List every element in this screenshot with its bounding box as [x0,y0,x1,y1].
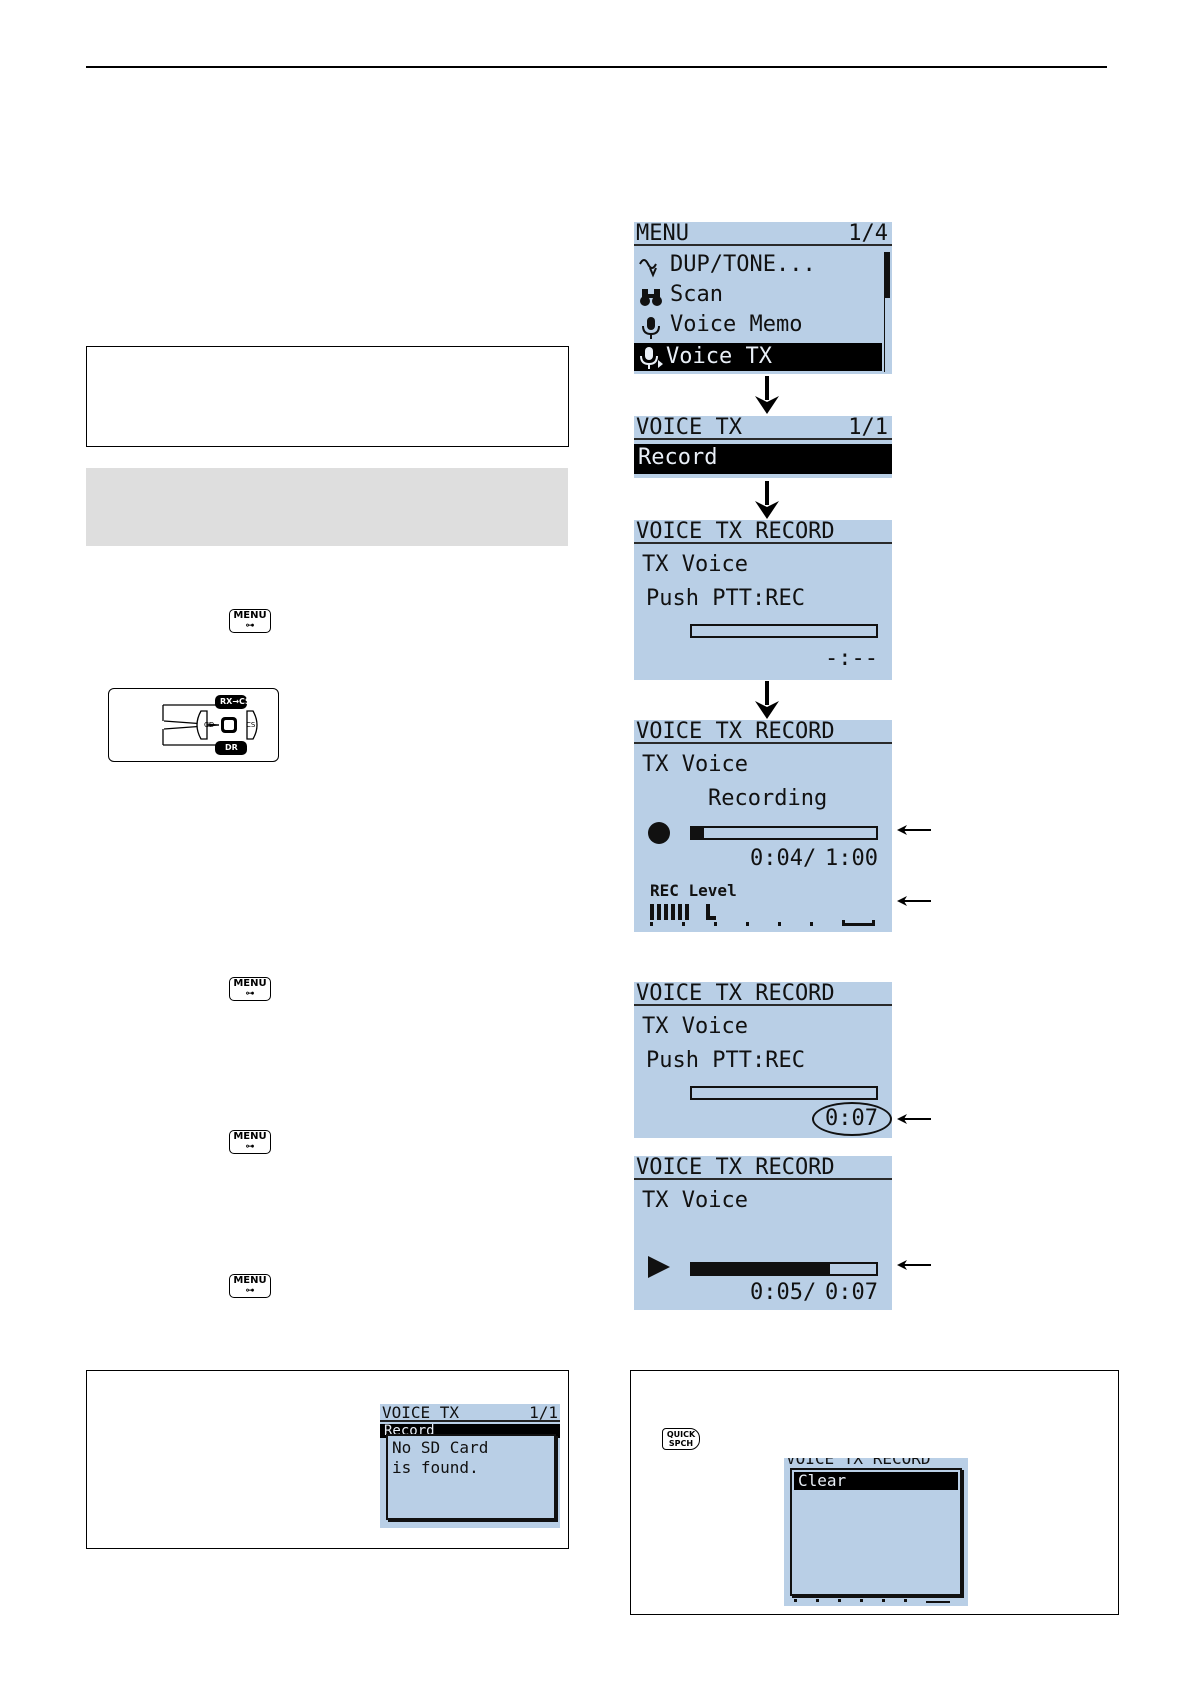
menu-item-clear[interactable]: Clear [794,1472,958,1490]
rx-cs-label: RX→CS [220,697,251,706]
dr-label: DR [225,743,238,752]
left-arrow-icon [897,1260,931,1270]
record-progress-bar [690,624,878,638]
voice-tx-screen: VOICE TX 1/1 Record [634,416,892,478]
tx-voice-label: TX Voice [642,752,748,777]
note-box [86,346,569,447]
down-arrow-icon [755,681,779,719]
recorded-time-highlight [812,1102,892,1136]
record-idle-screen: VOICE TX RECORD TX Voice Push PTT:REC -:… [634,520,892,680]
left-arrow-icon [897,1114,931,1124]
menu-item-dup-tone[interactable]: DUP/TONE... [670,252,816,277]
top-rule [86,66,1107,68]
recorded-time: 0:07 [825,1106,878,1131]
menu-item-voice-memo[interactable]: Voice Memo [670,312,803,337]
record-progress-bar [690,1086,878,1100]
dpad-icon [162,695,258,755]
scrollbar-thumb[interactable] [885,252,890,298]
microphone-icon [642,317,660,339]
page-indicator: 1/1 [848,416,888,440]
menu-key-icon: MENU⊶ [229,977,271,1001]
no-sd-screen-header: VOICE TX 1/1 [380,1404,560,1422]
screen-title: VOICE TX RECORD [636,520,835,544]
clear-dialog: Clear [790,1468,962,1596]
binoculars-icon [640,289,662,306]
scrollbar[interactable] [884,252,890,372]
playback-screen: VOICE TX RECORD TX Voice 0:05/ 0:07 [634,1156,892,1310]
recording-elapsed: 0:04/ [750,846,817,871]
menu-screen-header: MENU 1/4 [634,222,892,246]
rec-level-label: REC Level [650,881,737,900]
dots-row [794,1599,950,1603]
dup-tone-icon [639,259,657,278]
screen-title: VOICE TX RECORD [636,982,835,1006]
microphone-tx-icon [640,347,663,369]
recording-screen: VOICE TX RECORD TX Voice Recording 0:04/… [634,720,892,932]
cd-label: CD [204,721,215,729]
menu-key-icon: MENU⊶ [229,1130,271,1154]
no-sd-message-line2: is found. [392,1458,479,1477]
playback-total: 0:07 [825,1280,878,1305]
playback-progress-fill [692,1264,830,1274]
playback-elapsed: 0:05/ [750,1280,817,1305]
tx-voice-label: TX Voice [642,1188,748,1213]
push-ptt-label: Push PTT:REC [646,586,805,611]
tx-voice-label: TX Voice [642,552,748,577]
tx-voice-label: TX Voice [642,1014,748,1039]
recording-status: Recording [708,786,828,811]
screen-title: VOICE TX [636,416,742,440]
playback-progress-bar [690,1262,878,1276]
no-sd-message-line1: No SD Card [392,1438,489,1457]
recording-progress-bar [690,826,878,840]
menu-item-scan[interactable]: Scan [670,282,723,307]
screen-title: MENU [636,222,689,246]
screen-title: VOICE TX [382,1404,460,1422]
menu-key-icon: MENU⊶ [229,609,271,633]
play-icon [648,1256,670,1278]
recording-progress-fill [692,828,705,838]
left-arrow-icon [897,896,931,906]
no-sd-dialog: No SD Card is found. [386,1434,556,1520]
dpad-illustration: RX→CS DR CD CS [108,688,279,762]
page-indicator: 1/4 [848,222,888,246]
record-time: -:-- [825,646,878,671]
menu-item-record[interactable]: Record [634,444,892,474]
down-arrow-icon [755,481,779,519]
menu-item-voice-tx[interactable]: Voice TX [634,343,882,371]
cs-label: CS [246,721,256,729]
menu-screen: MENU 1/4 DUP/TONE... Scan Voice Memo Voi… [634,222,892,374]
recording-total: 1:00 [825,846,878,871]
section-heading-band [86,468,568,546]
clear-screen: VOICE TX RECORD Clear [784,1458,968,1606]
page-indicator: 1/1 [529,1404,558,1422]
left-arrow-icon [897,825,931,835]
record-done-screen: VOICE TX RECORD TX Voice Push PTT:REC 0:… [634,982,892,1138]
rec-level-meter [650,904,875,926]
menu-key-icon: MENU⊶ [229,1274,271,1298]
push-ptt-label: Push PTT:REC [646,1048,805,1073]
down-arrow-icon [755,376,779,414]
screen-title: VOICE TX RECORD [636,1156,835,1180]
no-sd-card-info-box: VOICE TX 1/1 Record No SD Card is found. [86,1370,569,1549]
clear-screen-header: VOICE TX RECORD [786,1458,931,1468]
no-sd-card-screen: VOICE TX 1/1 Record No SD Card is found. [380,1404,560,1528]
screen-title: VOICE TX RECORD [636,720,835,744]
record-dot-icon [648,822,670,844]
